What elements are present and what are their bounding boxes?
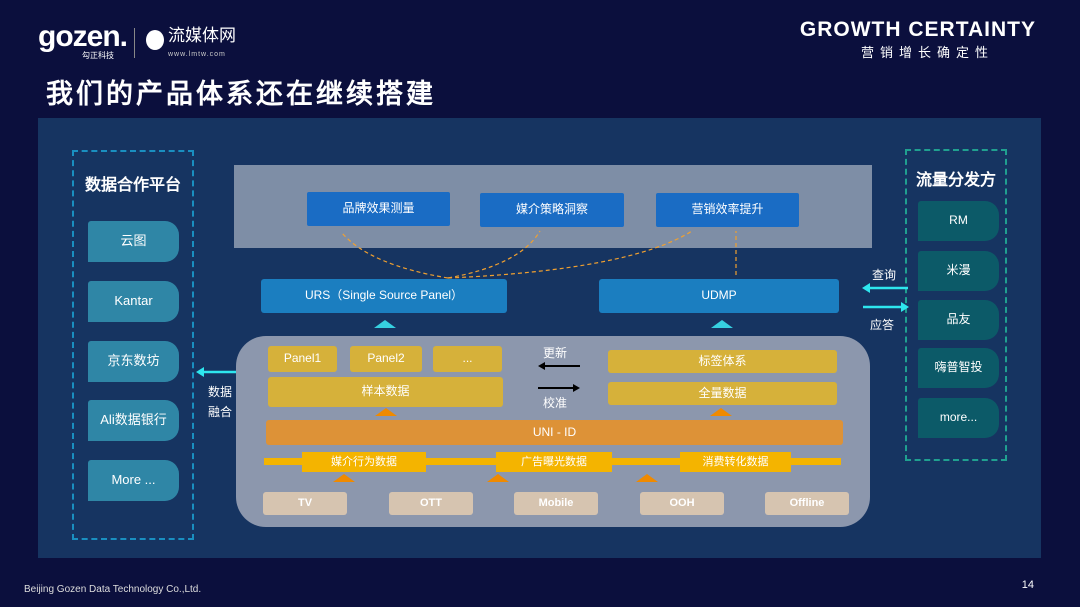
source-item: TV	[263, 492, 347, 515]
lmtw-logo-icon	[146, 30, 164, 50]
data-type: 媒介行为数据	[302, 452, 426, 472]
data-partner-group: 数据合作平台	[72, 150, 194, 540]
data-type: 广告曝光数据	[496, 452, 612, 472]
source-item: OTT	[389, 492, 473, 515]
app-item: 媒介策略洞察	[480, 193, 624, 227]
page-number: 14	[1021, 579, 1034, 591]
up-arrow-icon	[636, 474, 658, 482]
traffic-item: more...	[918, 398, 999, 438]
sample-data: 样本数据	[268, 377, 503, 407]
answer-label: 应答	[870, 318, 895, 332]
arrow-left-icon	[538, 362, 580, 370]
footer-company: Beijing Gozen Data Technology Co.,Ltd.	[24, 584, 202, 595]
fusion-label-2: 融合	[208, 405, 233, 419]
partner-item: Ali数据银行	[88, 400, 179, 441]
up-arrow-icon	[333, 474, 355, 482]
dashed-arrows	[341, 230, 737, 279]
up-arrow-icon	[711, 320, 733, 328]
partner-item: 京东数坊	[88, 341, 179, 382]
update-label: 更新	[543, 346, 568, 360]
traffic-item: RM	[918, 201, 999, 241]
calibrate-label: 校准	[543, 396, 568, 410]
gozen-logo: gozen.	[38, 20, 128, 53]
slogan-sub: 营销增长确定性	[860, 45, 994, 60]
panel-item: Panel1	[268, 346, 337, 372]
traffic-title: 流量分发方	[915, 172, 996, 189]
up-arrow-icon	[487, 474, 509, 482]
slogan: GROWTH CERTAINTY	[799, 18, 1036, 41]
full-data: 全量数据	[608, 382, 837, 405]
partner-item: 云图	[88, 221, 179, 262]
traffic-item: 品友	[918, 300, 999, 340]
source-item: Mobile	[514, 492, 598, 515]
partner-item: Kantar	[88, 281, 179, 322]
fusion-label-1: 数据	[208, 385, 233, 399]
up-arrow-icon	[375, 408, 397, 416]
partner-url: www.lmtw.com	[168, 51, 226, 58]
logo-divider	[134, 28, 135, 58]
app-item: 营销效率提升	[656, 193, 799, 227]
arrow-right-icon	[863, 302, 909, 312]
udmp-box: UDMP	[599, 279, 839, 313]
tag-system: 标签体系	[608, 350, 837, 373]
traffic-item: 嗨普智投	[918, 348, 999, 388]
page-title: 我们的产品体系还在继续搭建	[46, 79, 436, 109]
uni-id-bar: UNI - ID	[266, 420, 843, 445]
source-item: OOH	[640, 492, 724, 515]
urs-box: URS（Single Source Panel）	[261, 279, 507, 313]
gozen-logo-sub: 勾正科技	[82, 51, 114, 60]
arrow-right-icon	[538, 384, 580, 392]
arrow-left-icon	[862, 283, 908, 293]
traffic-item: 米漫	[918, 251, 999, 291]
data-partner-title: 数据合作平台	[84, 177, 181, 194]
data-type: 消费转化数据	[680, 452, 791, 472]
up-arrow-icon	[374, 320, 396, 328]
up-arrow-icon	[710, 408, 732, 416]
query-label: 查询	[872, 268, 897, 282]
app-item: 品牌效果测量	[307, 192, 450, 226]
partner-item: More ...	[88, 460, 179, 501]
traffic-group: 流量分发方	[905, 149, 1007, 461]
panel-item: ...	[433, 346, 502, 372]
source-item: Offline	[765, 492, 849, 515]
partner-name: 流媒体网	[168, 26, 236, 46]
panel-item: Panel2	[350, 346, 422, 372]
